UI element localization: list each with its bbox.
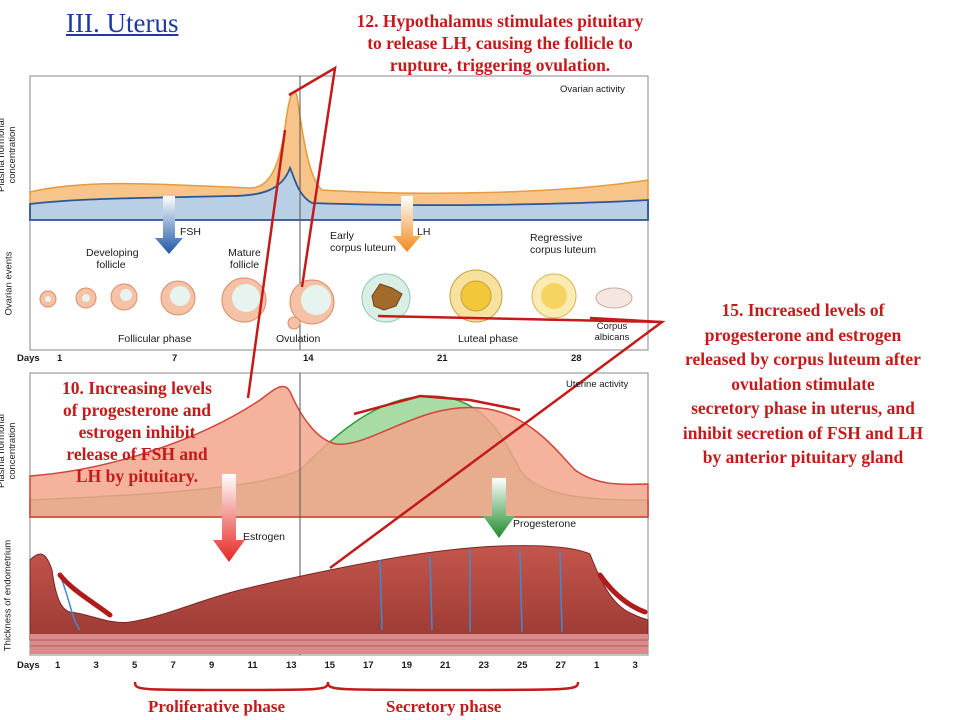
mature-follicle-label: Mature follicle [222,247,267,271]
label-line: corpus luteum [330,242,396,254]
note-line: release of FSH and [66,444,208,464]
ylabel-plasma-ovarian: Plasma hormonal concentration [0,118,18,192]
fsh-curve [29,165,649,221]
lh-arrow [393,196,421,252]
note-line: ovulation stimulate [731,373,875,394]
day-tick: 21 [437,353,448,364]
developing-follicle-label: Developing follicle [86,247,139,271]
follicle-sequence [39,269,633,330]
progesterone-label: Progesterone [513,518,577,530]
day-tick: 28 [571,353,582,364]
corpus-albicans-label: Corpus albicans [588,321,636,343]
regressive-corpus-luteum-label: Regressive corpus luteum [530,232,596,256]
label-line: follicle [96,259,126,271]
day-tick: 7 [172,353,178,364]
label-line: Corpus [596,321,628,332]
label-line: Early [330,230,354,242]
label-line: albicans [594,332,630,343]
day-tick: 23 [478,660,490,671]
proliferative-phase-label: Proliferative phase [148,697,286,716]
note-line: progesterone and estrogen [704,324,902,345]
day-tick: 17 [363,660,374,671]
day-tick: 1 [55,660,61,671]
label-line: Mature [228,247,261,259]
luteal-phase-label: Luteal phase [458,333,519,345]
progesterone-arrow [483,478,515,538]
note-line: secretory phase in uterus, and [691,398,915,418]
page-title: III. Uterus [66,8,179,38]
ylabel-ovarian-events: Ovarian events [3,251,15,316]
annotation-10: 10. Increasing levels of progesterone an… [32,377,242,487]
day-tick: 5 [132,660,138,671]
day-tick: 3 [632,660,638,671]
day-tick: 7 [170,660,176,671]
day-tick: 15 [324,660,336,671]
annotation-lines [133,65,666,692]
ovarian-activity-label: Ovarian activity [560,84,625,95]
day-tick: 27 [555,660,567,671]
secretory-phase-label: Secretory phase [386,697,502,716]
label-line: Developing [86,247,139,259]
uterine-activity-label: Uterine activity [566,379,629,390]
note-line: 10. Increasing levels [62,378,212,398]
note-line: LH by pituitary. [75,466,199,486]
follicular-phase-label: Follicular phase [118,333,192,345]
note-line: estrogen inhibit [78,422,196,442]
annotation-15: 15. Increased levels of progesterone and… [650,298,956,470]
label-line: follicle [229,259,260,271]
early-corpus-luteum-label: Early corpus luteum [330,230,396,254]
day-tick: 25 [517,660,528,671]
note-line: to release LH, causing the follicle to [367,33,633,53]
days-label-bottom: Days [17,660,40,671]
estrogen-arrow [213,474,245,562]
day-tick: 13 [286,660,297,671]
day-tick: 11 [247,660,258,671]
estrogen-label: Estrogen [243,531,286,543]
days-label-top: Days [17,353,40,364]
day-tick: 9 [209,660,215,671]
ylabel-plasma-uterine: Plasma hormonal concentration [0,414,18,488]
note-line: inhibit secretion of FSH and LH [682,422,924,443]
lh-curve [29,90,649,221]
note-line: of progesterone and [62,400,212,420]
day-tick: 3 [93,660,99,671]
note-line: 15. Increased levels of [721,300,885,320]
ylabel-thickness: Thickness of endometrium [2,539,14,652]
note-line: rupture, triggering ovulation. [389,55,611,75]
fsh-arrow [155,196,183,254]
annotation-12: 12. Hypothalamus stimulates pituitary to… [300,10,700,76]
day-tick: 1 [57,353,63,364]
day-tick: 21 [440,660,451,671]
ovulation-label: Ovulation [276,333,321,345]
label-line: Regressive [530,232,583,244]
day-tick: 14 [303,353,314,364]
note-line: by anterior pituitary gland [702,447,904,467]
note-line: released by corpus luteum after [685,349,921,369]
endometrium-tissue [29,545,649,654]
note-line: 12. Hypothalamus stimulates pituitary [356,11,644,31]
fsh-label: FSH [180,226,201,238]
label-line: corpus luteum [530,244,596,256]
day-tick: 1 [594,660,600,671]
day-tick: 19 [401,660,413,671]
lh-label: LH [417,226,431,238]
